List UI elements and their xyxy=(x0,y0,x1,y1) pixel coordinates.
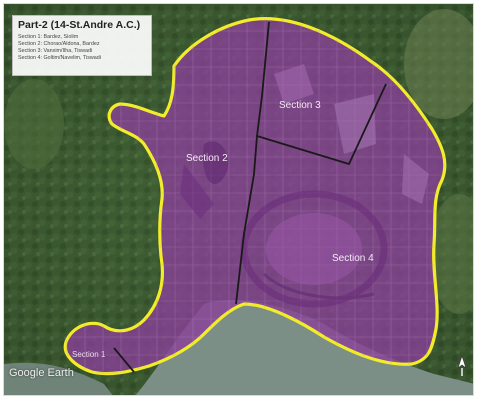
north-arrow-icon xyxy=(456,354,468,378)
legend-line-3: Section 3: Vanxim/Ilha, Tiswadi xyxy=(18,48,93,54)
map-canvas: Section 1 Section 2 Section 3 Section 4 xyxy=(4,4,473,395)
section-1-label: Section 1 xyxy=(72,350,106,359)
field-texture xyxy=(180,64,429,308)
water-body xyxy=(135,300,473,395)
section-dividers xyxy=(113,21,387,373)
google-earth-watermark: Google Earth xyxy=(9,367,74,379)
section-3-label: Section 3 xyxy=(279,100,321,111)
map-view[interactable]: Section 1 Section 2 Section 3 Section 4 … xyxy=(3,3,474,396)
map-legend: Part-2 (14-St.Andre A.C.) Section 1: Bar… xyxy=(12,15,152,76)
legend-line-2: Section 2: Chorao/Aldona, Bardez xyxy=(18,41,100,47)
section-2-label: Section 2 xyxy=(186,153,228,164)
legend-line-1: Section 1: Bardez, Siolim xyxy=(18,34,79,40)
section-4-label: Section 4 xyxy=(332,253,374,264)
legend-title: Part-2 (14-St.Andre A.C.) xyxy=(18,19,141,31)
legend-line-4: Section 4: Goltim/Navelim, Tiswadi xyxy=(18,55,101,61)
